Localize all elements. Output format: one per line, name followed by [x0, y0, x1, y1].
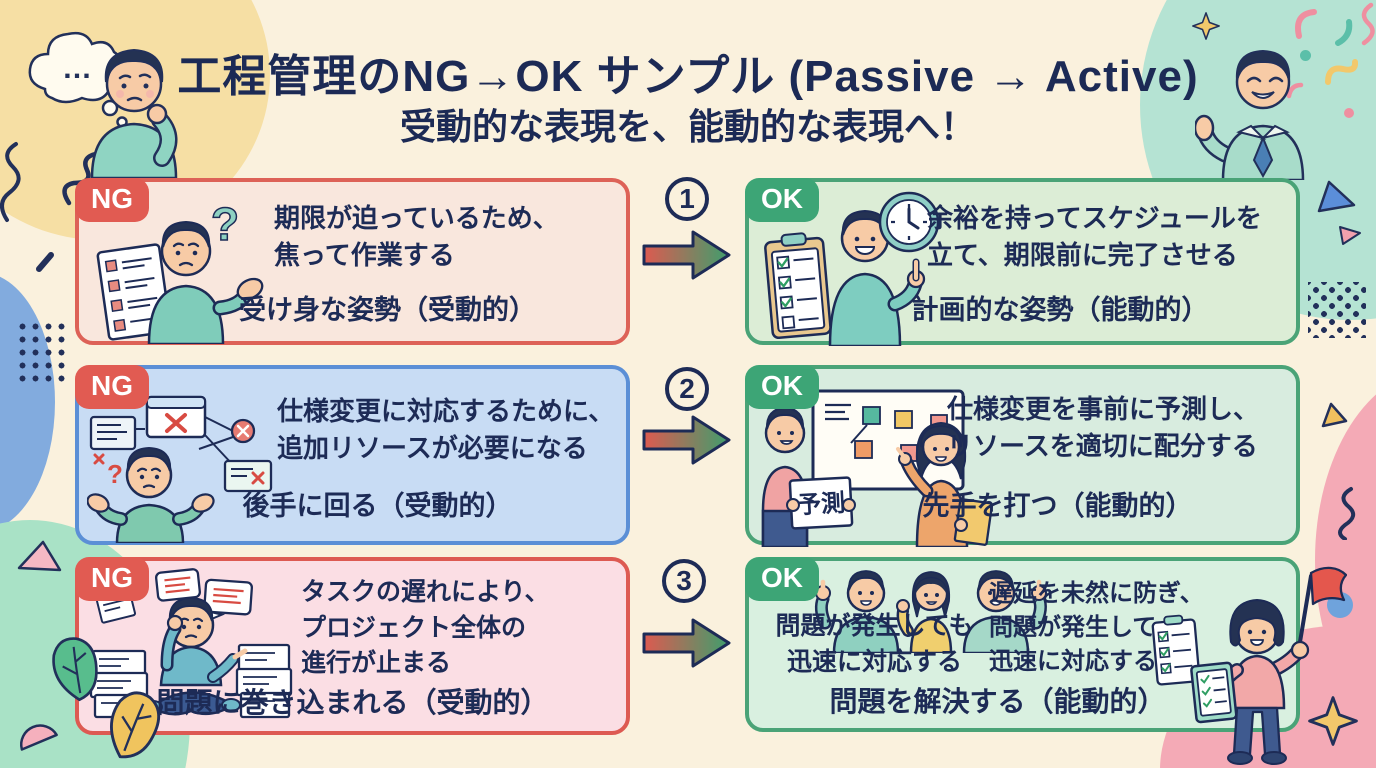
ng-card-2: NG ? 仕様変更に対応: [75, 365, 630, 545]
ng-text-1: 期限が迫っているため、 焦って作業する: [274, 203, 559, 270]
squiggle-left-edge-icon: [0, 142, 21, 222]
svg-text:?: ?: [107, 459, 123, 489]
ok-text-3-left: 問題が発生しても 迅速に対応する: [775, 612, 974, 676]
triangle-pink-right-icon: [1339, 226, 1361, 245]
thought-bubble-icon: …: [28, 31, 128, 128]
step-number-1: 1: [665, 177, 709, 221]
ng-card-1: NG ? 期限が迫っているため、 焦って作業する 受け身な姿勢（受動的）: [75, 178, 630, 345]
dash-left-icon: [36, 252, 54, 272]
checklist-small-icon: [1151, 614, 1201, 686]
step-number-3: 3: [662, 559, 706, 603]
ok-card-1: OK: [745, 178, 1300, 346]
confetti-yellow-squiggle-icon: [1325, 59, 1359, 85]
ng-card-3: NG: [75, 557, 630, 735]
ng-badge-1: NG: [75, 178, 149, 222]
page-title: 工程管理のNG→OK サンプル (Passive → Active): [177, 52, 1199, 101]
clock-icon: [878, 191, 940, 253]
ng-label-1: 受け身な姿勢（受動的）: [239, 295, 536, 325]
confused-man-flowchart-illustration: ?: [87, 395, 273, 543]
arrow-right-1-icon: [642, 230, 731, 280]
ng-text-2: 仕様変更に対応するために、 追加リソースが必要になる: [277, 396, 615, 463]
overwhelmed-man-stacks-illustration: [89, 568, 293, 719]
svg-text:…: …: [62, 52, 92, 85]
ok-card-2: OK 予測: [745, 365, 1300, 547]
ok-badge-1: OK: [745, 178, 819, 222]
ok-label-1: 計画的な姿勢（能動的）: [911, 295, 1209, 325]
planning-pair-board-illustration: 予測: [761, 389, 994, 547]
ok-label-2: 先手を打つ（能動的）: [922, 491, 1193, 521]
confetti-pink-dot-icon: [1344, 108, 1354, 118]
ok-card-3: OK: [745, 557, 1300, 732]
leaf-yellow-icon: [110, 691, 161, 759]
team-thumbs-up-illustration: [814, 570, 1047, 653]
clipboard-man-illustration: [764, 209, 926, 346]
blob-blue-left: [0, 272, 55, 532]
svg-text:?: ?: [211, 198, 239, 250]
triangle-yellow-icon: [1321, 402, 1348, 428]
squiggle-right-icon: [1338, 487, 1356, 540]
triangle-blue-icon: [1317, 180, 1356, 213]
ok-badge-2: OK: [745, 365, 819, 409]
confetti-teal-dot-icon: [1300, 50, 1311, 61]
confetti-pink-corner-squiggle-icon: [1361, 2, 1375, 46]
ng-text-3: タスクの遅れにより、 プロジェクト全体の 進行が止まる: [301, 578, 550, 677]
sparkle-yellow-bottom-icon: [1308, 696, 1358, 746]
dot-grid-left: [16, 320, 66, 384]
dot-grid-right: [1308, 282, 1366, 338]
ok-text-1: 余裕を持ってスケジュールを 立て、期限前に完了させる: [927, 203, 1262, 270]
arrow-right-3-icon: [642, 618, 731, 668]
flag-woman-illustration: [1190, 566, 1347, 765]
confetti-teal-arc-icon: [1335, 19, 1353, 46]
ng-label-2: 後手に回る（受動的）: [242, 491, 513, 521]
half-disc-pink-icon: [20, 724, 58, 751]
page-subtitle: 受動的な表現を、能動的な表現へ！: [399, 106, 976, 147]
ng-badge-2: NG: [75, 365, 149, 409]
worried-man-paper-illustration: ?: [96, 197, 264, 344]
happy-man-illustration: [1195, 49, 1305, 180]
step-number-2: 2: [665, 367, 709, 411]
thinking-man-illustration: [90, 48, 178, 178]
triangle-pink-left-icon: [17, 540, 62, 572]
ng-label-3: 問題に巻き込まれる（受動的）: [156, 687, 549, 718]
svg-text:予測: 予測: [796, 489, 845, 519]
ok-badge-3: OK: [745, 557, 819, 601]
ng-badge-3: NG: [75, 557, 149, 601]
confetti-pink-small-arc-icon: [1286, 82, 1304, 99]
leaf-green-icon: [52, 637, 98, 702]
arrow-right-2-icon: [642, 415, 731, 465]
ok-text-2: 仕様変更を事前に予測し、 リソースを適切に配分する: [947, 394, 1260, 461]
ok-label-3: 問題を解決する（能動的）: [829, 686, 1166, 717]
ok-text-3-right: 遅延を未然に防ぎ、 問題が発生して 迅速に対応する: [989, 580, 1204, 676]
confetti-pink-arc-icon: [1295, 9, 1317, 39]
sparkle-yellow-top-icon: [1192, 12, 1220, 40]
